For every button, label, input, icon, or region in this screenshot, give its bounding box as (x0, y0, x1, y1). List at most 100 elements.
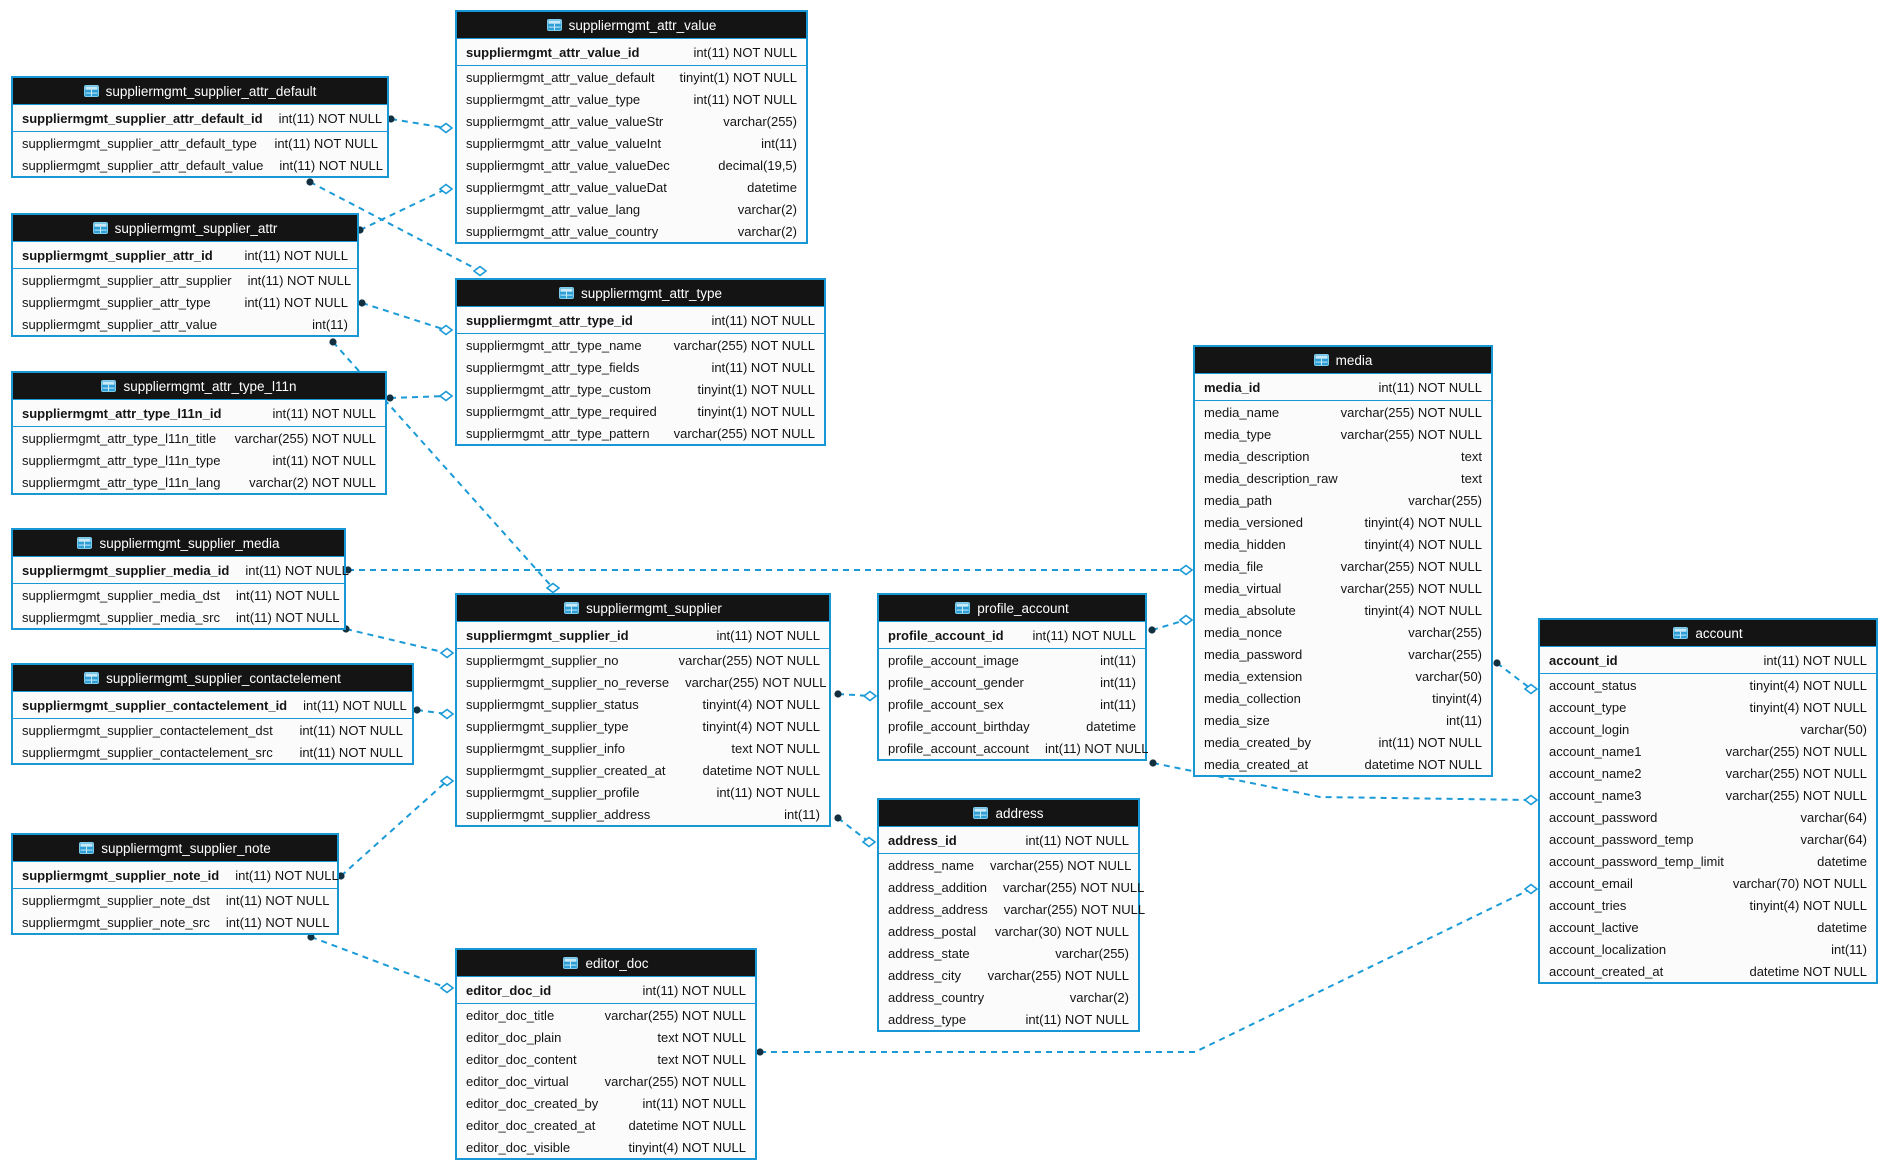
relationship-connector-suppliermgmt_supplier_media--suppliermgmt_supplier[interactable] (342, 625, 455, 659)
column-type: int(11) (761, 135, 797, 151)
relationship-connector-profile_account--media[interactable] (1148, 614, 1194, 634)
column-type: varchar(255) NOT NULL (1340, 426, 1482, 442)
relationship-line[interactable] (837, 817, 870, 843)
column-name: suppliermgmt_attr_value_valueDat (466, 179, 667, 195)
relationship-connector-suppliermgmt_supplier_note--editor_doc[interactable] (307, 933, 455, 994)
relationship-connector-suppliermgmt_supplier_contactelement--suppliermgmt_supplier[interactable] (413, 706, 455, 720)
table-title: suppliermgmt_supplier_contactelement (106, 670, 341, 686)
table-header[interactable]: media (1195, 347, 1491, 374)
table-title: suppliermgmt_attr_type_l11n (123, 378, 297, 394)
column-name: address_id (888, 832, 957, 848)
table-header[interactable]: suppliermgmt_supplier_media (13, 530, 344, 557)
column-type: varchar(255) NOT NULL (1340, 580, 1482, 596)
relationship-line[interactable] (309, 181, 481, 272)
table-header[interactable]: suppliermgmt_attr_type_l11n (13, 373, 385, 400)
column-type: int(11) NOT NULL (303, 697, 407, 713)
relationship-connector-suppliermgmt_supplier--address[interactable] (834, 814, 877, 848)
table-suppliermgmt_supplier_attr[interactable]: suppliermgmt_supplier_attr suppliermgmt_s… (11, 213, 359, 337)
connector-dot-endpoint (834, 814, 842, 822)
table-title: address (995, 805, 1044, 821)
table-header[interactable]: suppliermgmt_supplier_attr_default (13, 78, 387, 105)
table-header[interactable]: editor_doc (457, 950, 755, 977)
table-grid-icon (101, 380, 117, 392)
relationship-line[interactable] (1151, 619, 1187, 631)
relationship-line[interactable] (340, 780, 448, 877)
relationship-connector-suppliermgmt_supplier_attr--suppliermgmt_attr_value[interactable] (356, 183, 454, 234)
table-header[interactable]: suppliermgmt_supplier_attr (13, 215, 357, 242)
table-header[interactable]: suppliermgmt_supplier (457, 595, 829, 622)
relationship-connector-suppliermgmt_supplier_media--media[interactable] (344, 564, 1194, 576)
table-suppliermgmt_supplier_note[interactable]: suppliermgmt_supplier_note suppliermgmt_s… (11, 833, 339, 935)
relationship-line[interactable] (390, 118, 447, 129)
column-name: suppliermgmt_supplier_attr_default_id (22, 110, 263, 126)
relationship-connector-media--account[interactable] (1493, 659, 1539, 695)
column-row: suppliermgmt_supplier_attr_default_value… (13, 154, 387, 176)
relationship-line[interactable] (310, 936, 448, 989)
relationship-line[interactable] (1496, 662, 1532, 690)
column-type: varchar(255) NOT NULL (1003, 901, 1146, 917)
connector-dot-endpoint (834, 690, 842, 698)
relationship-connector-suppliermgmt_supplier_attr_default--suppliermgmt_attr_type[interactable] (306, 178, 488, 277)
table-header[interactable]: address (879, 800, 1138, 827)
table-suppliermgmt_attr_type_l11n[interactable]: suppliermgmt_attr_type_l11n suppliermgmt_… (11, 371, 387, 495)
column-type: int(11) NOT NULL (225, 892, 330, 908)
table-suppliermgmt_attr_value[interactable]: suppliermgmt_attr_value suppliermgmt_attr… (455, 10, 808, 244)
connector-dot-endpoint (1148, 626, 1156, 634)
column-type: int(11) NOT NULL (279, 157, 383, 173)
column-name: media_absolute (1204, 602, 1296, 618)
relationship-connector-suppliermgmt_attr_type_l11n--suppliermgmt_attr_type[interactable] (386, 390, 454, 402)
table-header[interactable]: suppliermgmt_supplier_note (13, 835, 337, 862)
relationship-connector-editor_doc--account[interactable] (756, 883, 1539, 1056)
column-type: int(11) NOT NULL (693, 44, 797, 60)
relationship-line[interactable] (389, 395, 447, 399)
relationship-line[interactable] (345, 628, 448, 654)
column-type: datetime NOT NULL (628, 1117, 746, 1133)
column-type: varchar(255) NOT NULL (1340, 558, 1482, 574)
table-header[interactable]: suppliermgmt_attr_type (457, 280, 824, 307)
column-type: tinyint(4) NOT NULL (1364, 602, 1482, 618)
table-header[interactable]: suppliermgmt_attr_value (457, 12, 806, 39)
table-header[interactable]: suppliermgmt_supplier_contactelement (13, 665, 412, 692)
column-type: text NOT NULL (657, 1051, 746, 1067)
relationship-line[interactable] (361, 302, 447, 331)
relationship-line[interactable] (359, 188, 447, 231)
relationship-connector-suppliermgmt_supplier--profile_account[interactable] (834, 690, 878, 702)
table-header[interactable]: account (1540, 620, 1876, 647)
relationship-line[interactable] (760, 888, 1532, 1053)
connector-dot-endpoint (329, 338, 337, 346)
column-name: account_login (1549, 721, 1630, 737)
column-name: account_id (1549, 652, 1618, 668)
relationship-connector-suppliermgmt_supplier_note--suppliermgmt_supplier[interactable] (337, 775, 455, 880)
relationship-connector-suppliermgmt_supplier_attr_default--suppliermgmt_attr_value[interactable] (387, 115, 454, 134)
column-name: account_status (1549, 677, 1637, 693)
column-name: media_hidden (1204, 536, 1286, 552)
column-name: media_path (1204, 492, 1272, 508)
table-header[interactable]: profile_account (879, 595, 1145, 622)
connector-dot-endpoint (386, 394, 394, 402)
column-name: editor_doc_title (466, 1007, 555, 1023)
table-grid-icon (1313, 354, 1329, 366)
column-type: tinyint(4) (1432, 690, 1482, 706)
column-type: varchar(2) (737, 201, 797, 217)
relationship-connector-suppliermgmt_supplier_attr--suppliermgmt_attr_type[interactable] (358, 299, 454, 336)
